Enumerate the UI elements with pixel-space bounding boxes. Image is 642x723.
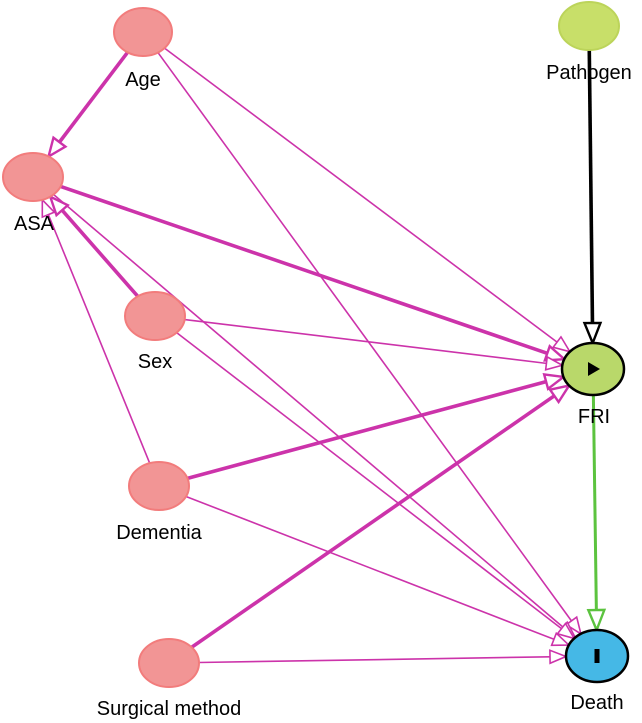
node-age[interactable]: Age: [113, 7, 173, 91]
edge-sex-to-asa: [60, 208, 140, 298]
edge-sex-to-fri-arrowhead: [544, 355, 565, 371]
edge-surgical-method-to-death: [198, 655, 551, 664]
node-surgical-method-label: Surgical method: [97, 698, 242, 720]
edge-fri-to-death: [591, 394, 598, 611]
edge-asa-to-fri-arrowhead: [543, 344, 568, 362]
edge-sex-to-death-arrowhead: [556, 622, 576, 640]
edge-asa-to-fri: [59, 184, 548, 356]
node-age-label: Age: [125, 69, 161, 91]
node-surgical-method-shape: [138, 638, 200, 688]
edge-age-to-asa: [58, 51, 130, 144]
edge-dementia-to-death-arrowhead: [550, 631, 571, 647]
node-fri[interactable]: FRI: [560, 341, 626, 428]
node-sex-label: Sex: [138, 351, 172, 373]
node-death-label: Death: [570, 692, 623, 714]
node-pathogen-shape: [558, 1, 620, 51]
edge-dementia-to-asa-arrowhead: [41, 197, 56, 219]
edge-dementia-to-fri-arrowhead: [542, 372, 567, 391]
node-pathogen-label: Pathogen: [546, 62, 632, 84]
edge-dementia-to-asa: [47, 214, 151, 464]
edge-dementia-to-fri: [186, 379, 547, 481]
edge-fri-to-death-arrowhead: [586, 608, 607, 634]
edge-pathogen-to-fri-arrowhead: [582, 321, 603, 347]
bar-icon: [594, 649, 600, 663]
node-asa-label: ASA: [14, 213, 55, 235]
edge-asa-to-death: [53, 193, 564, 628]
edge-age-to-fri: [164, 47, 558, 343]
edges-layer: [41, 47, 607, 665]
edge-surgical-method-to-fri: [190, 394, 556, 649]
node-fri-label: FRI: [578, 406, 610, 428]
node-asa[interactable]: ASA: [2, 152, 64, 235]
node-asa-shape: [2, 152, 64, 202]
node-dementia-shape: [128, 461, 190, 511]
edge-sex-to-asa-arrowhead: [48, 194, 70, 218]
edge-pathogen-to-fri: [587, 49, 595, 324]
node-dementia-label: Dementia: [116, 522, 202, 544]
edge-age-to-asa-arrowhead: [46, 135, 68, 159]
node-sex[interactable]: Sex: [124, 291, 186, 373]
edge-age-to-death-arrowhead: [564, 615, 583, 636]
node-pathogen[interactable]: Pathogen: [546, 1, 632, 84]
node-sex-shape: [124, 291, 186, 341]
edge-age-to-fri-arrowhead: [551, 335, 572, 353]
edge-dementia-to-death: [185, 495, 555, 641]
edge-sex-to-death: [176, 332, 562, 630]
edge-sex-to-fri: [184, 318, 547, 365]
nodes-layer: Age ASA Sex Dementia Surgical method Pat…: [2, 1, 632, 720]
node-death[interactable]: Death: [564, 628, 630, 714]
play-icon: [588, 362, 600, 376]
node-surgical-method[interactable]: Surgical method: [97, 638, 242, 720]
edge-surgical-method-to-fri-arrowhead: [548, 383, 572, 405]
node-age-shape: [113, 7, 173, 57]
edge-age-to-death: [157, 52, 573, 622]
node-dementia[interactable]: Dementia: [116, 461, 203, 544]
edge-surgical-method-to-death-arrowhead: [549, 649, 569, 665]
